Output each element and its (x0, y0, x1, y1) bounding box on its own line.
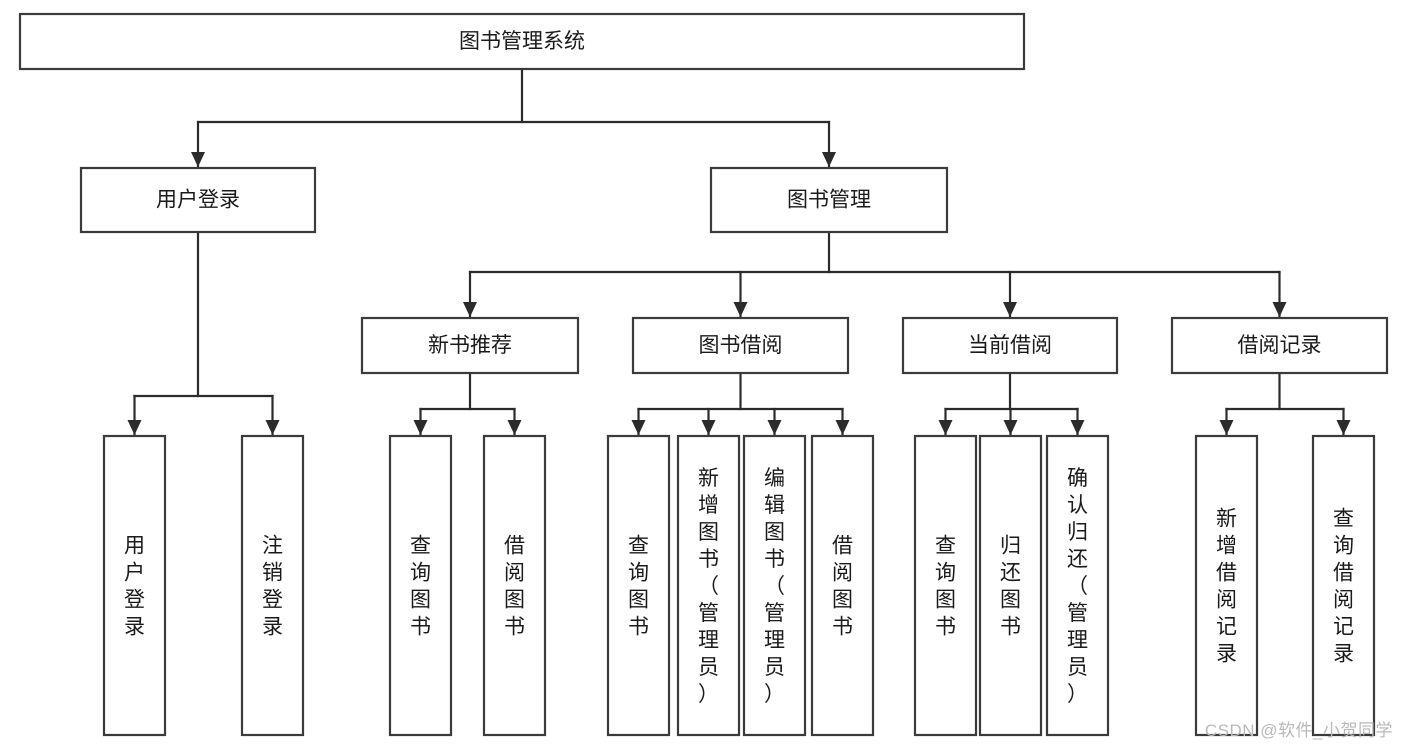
node-leaf-return-book[interactable]: 归还图书 (978, 434, 1043, 737)
node-leaf-query-book-2-box[interactable] (606, 434, 671, 737)
arrow-head-icon (191, 152, 205, 167)
node-root[interactable]: 图书管理系统 (18, 12, 1026, 71)
node-leaf-user-logout[interactable]: 注销登录 (240, 434, 305, 737)
arrow-head-icon (1336, 420, 1351, 435)
node-leaf-query-book-2[interactable]: 查询图书 (606, 434, 671, 737)
arrow-head-icon (767, 420, 782, 435)
arrow-head-icon (1003, 302, 1017, 317)
node-leaf-query-book-3-label: 查询图书 (935, 535, 956, 639)
node-current-borrow-label: 当前借阅 (968, 334, 1052, 357)
node-user-login-label: 用户登录 (156, 189, 240, 212)
node-leaf-confirm-return[interactable]: 确认归还（管理员） (1045, 434, 1110, 737)
node-new-book-recommend-label: 新书推荐 (428, 334, 512, 357)
node-book-borrow[interactable]: 图书借阅 (631, 316, 850, 375)
node-user-login-box[interactable] (79, 166, 317, 234)
node-leaf-add-book[interactable]: 新增图书（管理员） (676, 434, 741, 737)
node-leaf-borrow-book-2-box[interactable] (810, 434, 875, 737)
node-leaf-user-login-box[interactable] (102, 434, 167, 737)
arrow-head-icon (701, 420, 716, 435)
arrow-head-icon (463, 302, 477, 317)
node-book-manage-label: 图书管理 (787, 189, 871, 212)
arrow-head-icon (1070, 420, 1085, 435)
node-leaf-query-book-1[interactable]: 查询图书 (388, 434, 453, 737)
arrow-head-icon (1272, 302, 1287, 317)
node-user-login[interactable]: 用户登录 (79, 166, 317, 234)
node-leaf-confirm-return-box[interactable] (1045, 434, 1110, 737)
node-leaf-borrow-book-1[interactable]: 借阅图书 (482, 434, 547, 737)
node-book-manage-box[interactable] (709, 166, 949, 234)
arrow-head-icon (631, 420, 646, 435)
node-root-box[interactable] (18, 12, 1026, 71)
node-borrow-record[interactable]: 借阅记录 (1170, 316, 1389, 375)
node-new-book-recommend-box[interactable] (360, 316, 580, 375)
arrow-head-icon (507, 420, 522, 435)
arrow-head-icon (733, 302, 748, 317)
node-current-borrow-box[interactable] (901, 316, 1119, 375)
arrow-head-icon (1003, 420, 1018, 435)
node-borrow-record-box[interactable] (1170, 316, 1389, 375)
node-leaf-user-login[interactable]: 用户登录 (102, 434, 167, 737)
node-leaf-borrow-book-1-label: 借阅图书 (504, 535, 525, 639)
node-leaf-borrow-book-2[interactable]: 借阅图书 (810, 434, 875, 737)
arrow-head-icon (938, 420, 953, 435)
node-leaf-query-record[interactable]: 查询借阅记录 (1311, 434, 1376, 737)
node-leaf-query-book-3[interactable]: 查询图书 (913, 434, 978, 737)
node-current-borrow[interactable]: 当前借阅 (901, 316, 1119, 375)
arrow-head-icon (413, 420, 428, 435)
node-borrow-record-label: 借阅记录 (1238, 334, 1322, 357)
arrow-head-icon (1219, 420, 1234, 435)
node-book-borrow-box[interactable] (631, 316, 850, 375)
node-book-manage[interactable]: 图书管理 (709, 166, 949, 234)
arrow-head-icon (822, 152, 836, 167)
node-leaf-query-book-2-label: 查询图书 (628, 535, 649, 639)
node-leaf-add-record-label: 新增借阅记录 (1216, 508, 1237, 666)
arrow-head-icon (265, 420, 280, 435)
node-leaf-return-book-box[interactable] (978, 434, 1043, 737)
node-leaf-query-record-box[interactable] (1311, 434, 1376, 737)
node-leaf-edit-book-label: 编辑图书（管理员） (764, 467, 785, 706)
node-leaf-return-book-label: 归还图书 (1000, 535, 1021, 639)
node-leaf-confirm-return-label: 确认归还（管理员） (1067, 467, 1088, 706)
node-leaf-edit-book[interactable]: 编辑图书（管理员） (742, 434, 807, 737)
node-leaf-borrow-book-1-box[interactable] (482, 434, 547, 737)
node-leaf-query-book-1-box[interactable] (388, 434, 453, 737)
node-leaf-query-record-label: 查询借阅记录 (1333, 508, 1354, 666)
node-book-borrow-label: 图书借阅 (699, 334, 783, 357)
node-leaf-add-record[interactable]: 新增借阅记录 (1194, 434, 1259, 737)
node-leaf-user-login-label: 用户登录 (124, 535, 145, 639)
node-leaf-query-book-1-label: 查询图书 (410, 535, 431, 639)
arrow-head-icon (835, 420, 850, 435)
node-leaf-add-record-box[interactable] (1194, 434, 1259, 737)
node-root-label: 图书管理系统 (459, 30, 585, 53)
node-new-book-recommend[interactable]: 新书推荐 (360, 316, 580, 375)
node-leaf-add-book-box[interactable] (676, 434, 741, 737)
arrow-head-icon (127, 420, 142, 435)
node-leaf-user-logout-box[interactable] (240, 434, 305, 737)
node-layer: 图书管理系统用户登录图书管理新书推荐图书借阅当前借阅借阅记录用户登录注销登录查询… (18, 12, 1389, 737)
node-leaf-user-logout-label: 注销登录 (262, 535, 283, 639)
node-leaf-query-book-3-box[interactable] (913, 434, 978, 737)
node-leaf-borrow-book-2-label: 借阅图书 (832, 535, 853, 639)
connector-layer (127, 67, 1351, 436)
node-leaf-edit-book-box[interactable] (742, 434, 807, 737)
node-leaf-add-book-label: 新增图书（管理员） (698, 467, 719, 706)
